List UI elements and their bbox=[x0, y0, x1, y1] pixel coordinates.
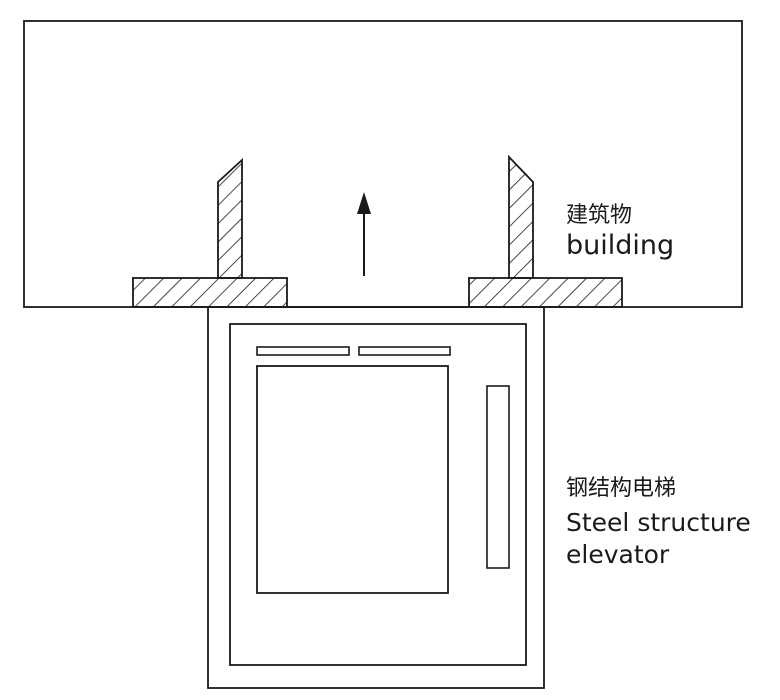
top-slot-left bbox=[256, 346, 350, 356]
building-label-en: building bbox=[566, 230, 675, 261]
side-panel bbox=[486, 385, 510, 569]
building-label-cn: 建筑物 bbox=[566, 203, 633, 228]
left-support-bracket bbox=[132, 157, 288, 308]
elevator-shaft-inner bbox=[229, 323, 527, 666]
right-support-bracket bbox=[468, 154, 623, 308]
top-slot-right bbox=[358, 346, 451, 356]
elevator-label-cn: 钢结构电梯 bbox=[566, 476, 677, 501]
elevator-label-en-line1: Steel structure bbox=[566, 508, 751, 537]
elevator-car bbox=[256, 365, 449, 594]
elevator-shaft-outer bbox=[207, 306, 545, 689]
elevator-label-en-line2: elevator bbox=[566, 540, 670, 569]
building-outline bbox=[23, 20, 743, 308]
up-arrow-icon bbox=[357, 192, 371, 276]
